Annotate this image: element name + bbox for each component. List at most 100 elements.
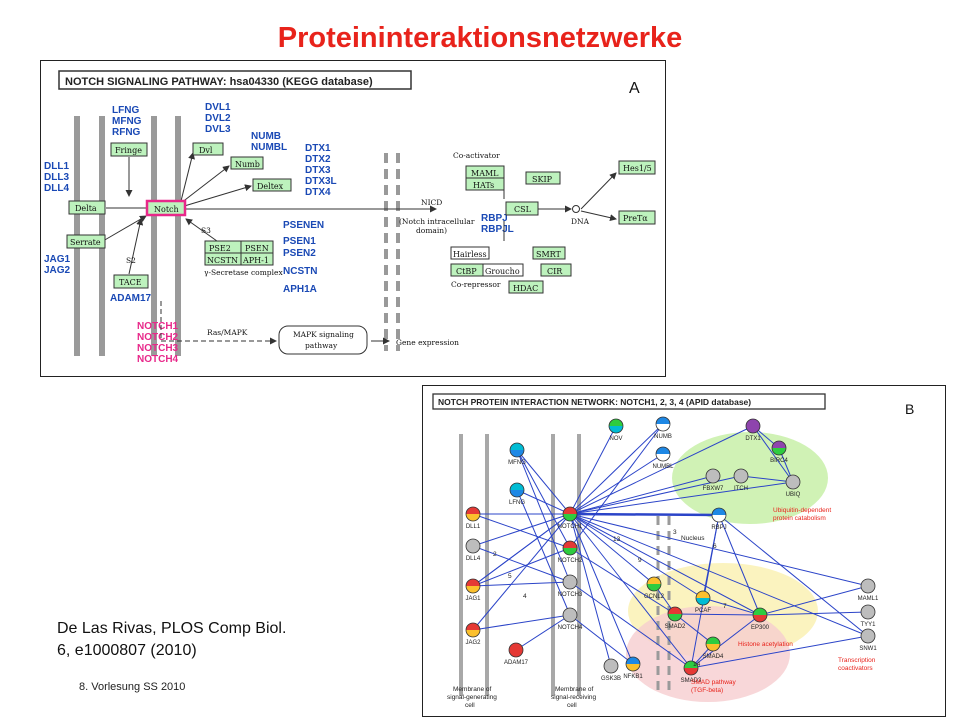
transcription-label-2: coactivators	[838, 665, 873, 672]
pse2-box: PSE2	[204, 240, 242, 254]
node-rbpj: RBPJ	[711, 507, 727, 531]
aph1-box: APH-1	[240, 252, 274, 266]
node-label: NOTCH1	[558, 524, 583, 530]
edge-notch1-smad3	[569, 513, 692, 669]
node-label: LFNG	[509, 500, 525, 506]
svg-text:NUMBL: NUMBL	[251, 142, 287, 153]
edge-notch1-pcaf	[569, 513, 704, 599]
citation: De Las Rivas, PLOS Comp Biol. 6, e100080…	[57, 618, 286, 662]
edge-label-7: 7	[723, 603, 727, 610]
node-label: GSK3B	[601, 676, 621, 682]
hes-box: Hes1/5	[618, 160, 656, 175]
svg-text:SKIP: SKIP	[532, 175, 553, 184]
s2-label: S2	[126, 256, 136, 265]
edge-notch2-smad2	[569, 547, 676, 615]
edge-notch1-lfng	[516, 489, 571, 515]
edge-pcaf-ep300	[702, 597, 761, 616]
node-label: SMAD4	[703, 654, 724, 660]
edge-notch2-numb	[569, 423, 664, 549]
edge-smad2-ep300	[674, 613, 761, 616]
svg-text:MFNG: MFNG	[112, 116, 142, 127]
svg-text:CtBP: CtBP	[456, 267, 477, 276]
smad-label-1: SMAD pathway	[691, 679, 737, 686]
delta-box: Delta	[68, 200, 106, 215]
psenen-gene: PSENEN	[283, 220, 324, 231]
edge-notch1-gsk3b	[569, 513, 612, 667]
edge-notch1-nfkb1	[569, 513, 634, 665]
node-numb: NUMB	[654, 416, 672, 440]
edge-rbpj-pcaf	[702, 514, 720, 599]
hairless-box: Hairless	[450, 246, 490, 260]
svg-text:DLL3: DLL3	[44, 172, 69, 183]
dll-genes: DLL1 DLL3 DLL4	[44, 161, 69, 194]
pretalpha-box: PreTα	[618, 210, 656, 225]
node-itch: ITCH	[733, 468, 749, 492]
node-pcaf: PCAF	[695, 590, 711, 614]
edge-label-3: 3	[673, 529, 677, 536]
edge-notch1-dtx1	[569, 425, 754, 515]
histone-label: Histone acetylation	[738, 641, 793, 648]
edge-notch1-snw1	[569, 513, 869, 637]
notch-box: Notch	[145, 199, 187, 217]
ncstn-gene: NCSTN	[283, 266, 317, 277]
edge-notch3-smad3	[569, 581, 692, 669]
node-gsk3b: GSK3B	[601, 658, 621, 682]
edge-notch2-jag1	[472, 547, 571, 587]
svg-text:PreTα: PreTα	[623, 214, 648, 223]
groucho-box: Groucho	[482, 263, 524, 277]
svg-text:CSL: CSL	[514, 205, 532, 214]
tace-box: TACE	[113, 274, 149, 289]
kegg-pathway-panel: NOTCH SIGNALING PATHWAY: hsa04330 (KEGG …	[40, 60, 666, 377]
edge-label-13: 13	[613, 536, 621, 543]
rbpj-genes: RBPJ RBPJL	[481, 213, 514, 235]
hats-box: HATs	[465, 177, 505, 191]
edge-notch1-numbl	[569, 453, 664, 515]
psen-box: PSEN	[240, 240, 274, 254]
serrate-box: Serrate	[66, 234, 106, 249]
mapk-line1: MAPK signaling	[293, 330, 354, 339]
node-label: JAG2	[465, 640, 481, 646]
svg-text:Serrate: Serrate	[70, 238, 101, 247]
svg-text:RBPJ: RBPJ	[481, 213, 508, 224]
psen-genes: PSEN1 PSEN2	[283, 236, 316, 259]
node-mfng: MFNG	[508, 442, 526, 466]
svg-text:DVL2: DVL2	[205, 113, 231, 124]
edge-dtx1-ubiq	[752, 425, 794, 483]
transcription-label-1: Transcription	[838, 657, 876, 664]
svg-text:NOTCH4: NOTCH4	[137, 354, 179, 365]
deltex-box: Deltex	[252, 178, 292, 192]
node-label: DTX1	[745, 436, 761, 442]
edge-jag1-notch1	[472, 513, 571, 587]
node-label: NUMBL	[652, 464, 674, 470]
svg-text:HATs: HATs	[473, 181, 494, 190]
edge-label-14: 14	[693, 661, 701, 668]
svg-text:LFNG: LFNG	[112, 105, 139, 116]
svg-text:Hes1/5: Hes1/5	[623, 164, 652, 173]
node-label: NOV	[609, 436, 622, 442]
nicd-label: NICD	[421, 198, 442, 207]
svg-text:PSEN1: PSEN1	[283, 236, 316, 247]
edge-itch-ubiq	[740, 475, 794, 483]
ncstn-box: NCSTN	[204, 252, 242, 266]
svg-text:DLL1: DLL1	[44, 161, 69, 172]
edge-notch1-fbxw7	[569, 475, 714, 515]
node-dll1: DLL1	[465, 506, 481, 530]
node-label: NOTCH3	[558, 592, 583, 598]
svg-text:Notch: Notch	[154, 205, 179, 214]
svg-text:DVL1: DVL1	[205, 102, 231, 113]
node-label: MFNG	[508, 460, 526, 466]
slide-title: Proteininteraktionsnetzwerke	[277, 22, 683, 54]
node-label: FBXW7	[703, 486, 724, 492]
maml-box: MAML	[465, 165, 505, 179]
membrane-rec-2: signal-receiving	[551, 694, 597, 701]
kegg-pathway-diagram: NOTCH SIGNALING PATHWAY: hsa04330 (KEGG …	[44, 70, 656, 365]
notch-genes: NOTCH1 NOTCH2 NOTCH3 NOTCH4	[137, 321, 179, 365]
node-numbl: NUMBL	[652, 446, 674, 470]
node-birc4: BIRC4	[770, 440, 788, 464]
svg-text:RBPJL: RBPJL	[481, 224, 514, 235]
svg-text:PSEN2: PSEN2	[283, 248, 316, 259]
node-label: MAML1	[858, 596, 879, 602]
edge-smad3-ep300	[690, 614, 761, 669]
node-label: DLL1	[466, 524, 481, 530]
svg-text:PSE2: PSE2	[209, 244, 231, 253]
